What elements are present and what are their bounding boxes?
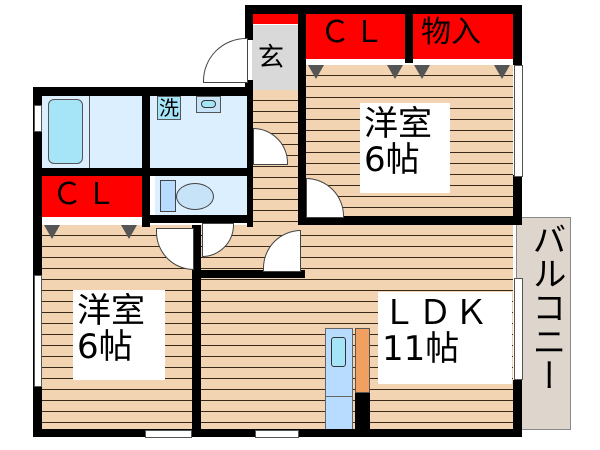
wall: [513, 380, 522, 437]
entrance-area: [252, 25, 300, 90]
room-size: 6帖: [364, 140, 420, 180]
room-label-western-top: 洋室 6帖: [360, 103, 450, 193]
door-marker-icon: [308, 65, 324, 79]
entrance-shelf: [252, 14, 300, 24]
wall: [247, 87, 253, 227]
entrance-door[interactable]: [203, 38, 248, 83]
window: [34, 275, 42, 387]
wall: [513, 175, 522, 225]
window: [514, 65, 523, 177]
door-marker-icon: [387, 65, 403, 79]
closet-top-door-strip: [305, 59, 407, 65]
balcony: [516, 217, 571, 430]
wall: [245, 5, 253, 40]
window: [34, 105, 42, 132]
wall: [33, 87, 42, 437]
room-label-storage: 物入: [421, 15, 481, 50]
bathtub-icon: [48, 99, 83, 164]
wall: [147, 215, 253, 223]
door-marker-icon: [494, 65, 510, 79]
room-label-closet-top: ＣＬ: [320, 15, 388, 50]
closet-left-door-strip: [42, 217, 147, 225]
window: [255, 430, 299, 438]
storage-door-strip: [413, 59, 514, 65]
wall: [405, 5, 413, 63]
fridge-handle-icon: [331, 337, 346, 367]
toilet-tank-icon: [160, 180, 176, 212]
door-marker-icon: [121, 225, 137, 239]
storage-closet: [412, 14, 514, 59]
wall: [306, 216, 522, 225]
room-name: 洋室: [77, 291, 145, 331]
window: [145, 430, 192, 438]
counter-wall: [355, 393, 370, 430]
wall: [142, 87, 150, 227]
wall: [298, 5, 306, 225]
room-label-closet-left: ＣＬ: [52, 177, 120, 212]
wall: [245, 5, 522, 14]
room-label-balcony: バルコニー: [526, 222, 566, 392]
room-name: 洋室: [364, 104, 432, 144]
wall: [245, 80, 253, 92]
sink-basin-icon: [201, 100, 216, 108]
room-size: 6帖: [77, 327, 133, 367]
window: [514, 278, 523, 380]
wall: [200, 270, 305, 278]
wall: [513, 5, 522, 65]
wall: [192, 225, 201, 437]
room-label-western-left: 洋室 6帖: [73, 290, 165, 380]
counter: [355, 328, 370, 393]
closet-left: [42, 175, 147, 217]
room-name: ＬＤＫ: [382, 293, 490, 333]
room-label-washroom: 洗: [157, 96, 181, 120]
room-size: 11帖: [382, 329, 460, 369]
door-marker-icon: [414, 65, 430, 79]
closet-top: [305, 14, 407, 59]
room-label-ldk: ＬＤＫ 11帖: [378, 292, 512, 384]
room-label-entrance: 玄: [258, 43, 285, 73]
toilet-bowl-icon: [176, 183, 214, 210]
fridge-divider: [325, 396, 353, 397]
door-marker-icon: [44, 225, 60, 239]
bathtub-divider: [89, 95, 90, 168]
